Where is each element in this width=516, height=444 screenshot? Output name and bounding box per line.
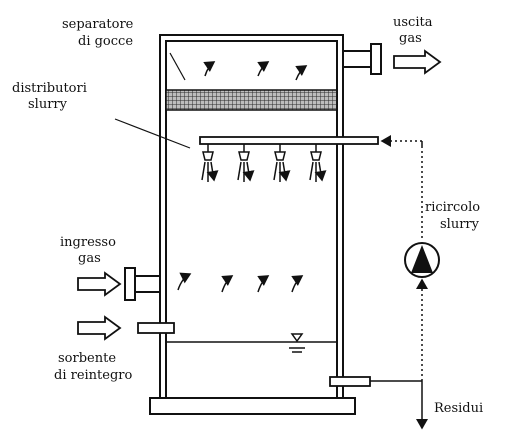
base-plate <box>149 397 356 415</box>
vessel-walls <box>159 34 344 398</box>
label-leader-lines <box>114 52 191 149</box>
spray-nozzle-2 <box>237 144 250 182</box>
label-sorbente-line2: di reintegro <box>54 368 133 383</box>
label-separatore-line2: di gocce <box>78 34 133 49</box>
spray-nozzles <box>201 144 322 182</box>
label-ingresso-line2: gas <box>78 251 101 266</box>
gas-inlet-nozzle <box>124 267 161 301</box>
label-distributori-line1: distributori <box>12 81 87 96</box>
slurry-distributor-pipe <box>199 136 379 145</box>
sorbent-inlet-pipe <box>137 322 175 334</box>
upper-gas-flow-arrows <box>203 61 308 81</box>
label-sorbente-line1: sorbente <box>58 351 116 366</box>
residue-line <box>370 380 428 430</box>
label-residui: Residui <box>434 401 483 416</box>
label-distributori-line2: slurry <box>28 97 68 112</box>
label-separatore-line1: separatore <box>62 17 134 32</box>
label-uscita-line2: gas <box>399 31 422 46</box>
residue-outlet-pipe <box>329 376 371 387</box>
recirculation-line <box>380 135 428 381</box>
mist-eliminator-mesh <box>165 89 338 111</box>
gas-outlet-nozzle <box>342 43 382 75</box>
gas-outlet-arrow <box>393 49 442 75</box>
spray-nozzle-4 <box>309 144 322 182</box>
gas-inlet-arrow <box>77 271 122 297</box>
spray-nozzle-1 <box>201 144 214 182</box>
recirculation-pump-icon <box>404 242 440 278</box>
spray-nozzle-3 <box>273 144 286 182</box>
lower-gas-flow-arrows <box>177 272 304 293</box>
liquid-level <box>166 333 337 353</box>
label-ricircolo-line1: ricircolo <box>425 200 480 215</box>
label-ricircolo-line2: slurry <box>440 217 480 232</box>
label-uscita-line1: uscita <box>393 15 433 30</box>
sorbent-inlet-arrow <box>77 315 122 341</box>
label-ingresso-line1: ingresso <box>60 235 116 250</box>
